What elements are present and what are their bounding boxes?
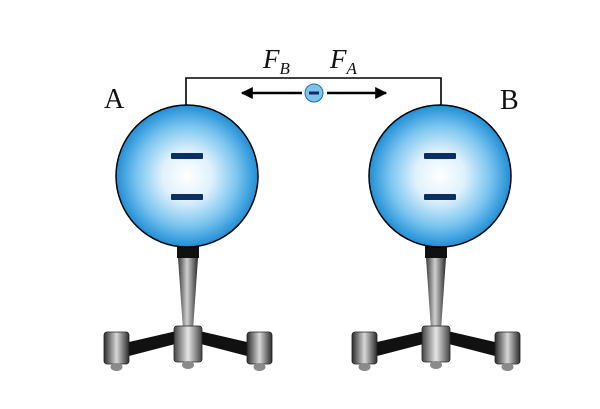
stand-a [103, 246, 273, 371]
stand-a-left-foot [103, 331, 130, 365]
negative-charge-mark [424, 153, 456, 159]
stand-a-right-foot-tip [253, 363, 266, 371]
connecting-wire [185, 77, 442, 110]
stand-b-post [426, 258, 446, 330]
sphere-a-label: A [104, 84, 125, 115]
stand-b-left-foot [351, 331, 378, 365]
force-label-fb-subscript: B [280, 59, 291, 78]
stand-b [351, 246, 521, 371]
stand-a-right-leg [193, 330, 247, 356]
sphere-a-charges [171, 153, 203, 200]
stand-b-left-leg [377, 330, 431, 356]
negative-charge-mark [171, 194, 203, 200]
stand-a-right-foot [246, 331, 273, 365]
stand-b-right-foot [494, 331, 521, 365]
stand-b-collar [425, 246, 447, 258]
sphere-b-charges [424, 153, 456, 200]
stand-a-left-leg [129, 330, 183, 356]
test-charge-minus [309, 91, 319, 95]
stand-b-right-leg [441, 330, 495, 356]
stand-a-post [178, 258, 198, 330]
force-label-fa: FA [329, 44, 358, 78]
stand-a-collar [177, 246, 199, 258]
force-label-fb: FB [262, 44, 291, 78]
stand-b-left-foot-tip [358, 363, 371, 371]
stand-a-left-foot-tip [110, 363, 123, 371]
stand-a-hub [173, 325, 203, 363]
sphere-a [115, 104, 259, 248]
force-label-fa-symbol: F [329, 44, 347, 74]
stand-a-hub-tip [182, 361, 194, 369]
force-label-fb-symbol: F [262, 44, 280, 74]
stand-b-right-foot-tip [501, 363, 514, 371]
negative-charge-mark [171, 153, 203, 159]
sphere-b-label: B [500, 85, 519, 116]
sphere-b [368, 104, 512, 248]
stand-b-hub [421, 325, 451, 363]
stand-b-hub-tip [430, 361, 442, 369]
force-label-fa-subscript: A [346, 59, 358, 78]
negative-charge-mark [424, 194, 456, 200]
